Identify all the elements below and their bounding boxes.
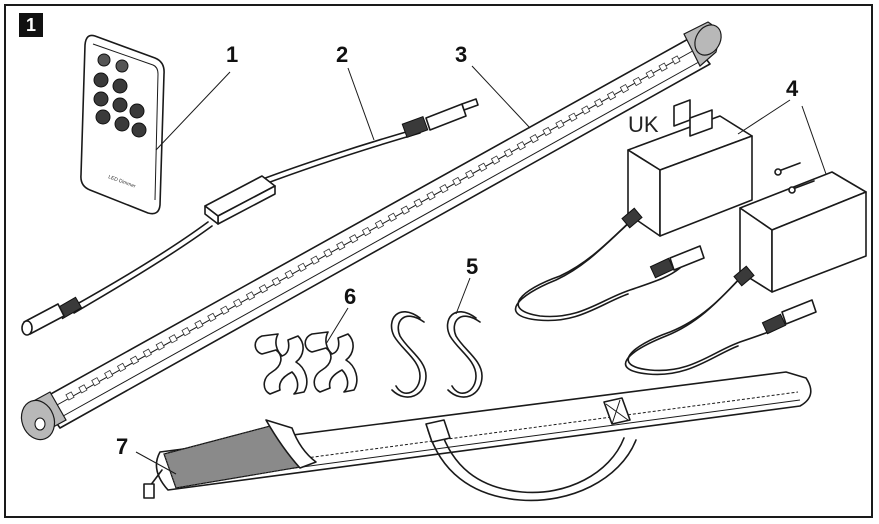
led-chip xyxy=(220,305,230,315)
led-chip xyxy=(400,205,410,215)
remote-control: LED Dimmer xyxy=(80,34,165,215)
led-chip xyxy=(645,69,655,79)
callout-2: 2 xyxy=(336,42,348,67)
led-chip xyxy=(632,76,642,87)
dimmer-cable xyxy=(21,98,479,336)
callout-1: 1 xyxy=(226,42,238,67)
led-chip xyxy=(361,226,372,237)
led-chip xyxy=(65,391,75,401)
mounting-clips xyxy=(254,331,358,395)
led-chip xyxy=(78,384,88,394)
led-chip xyxy=(606,91,617,101)
leader-lines xyxy=(135,65,827,475)
led-chip xyxy=(555,119,565,129)
led-chip xyxy=(477,162,488,172)
power-adapter-eu xyxy=(624,162,867,376)
led-chip xyxy=(142,348,152,358)
callout-4: 4 xyxy=(786,76,799,101)
led-chip xyxy=(529,134,539,144)
led-chip xyxy=(542,126,552,137)
led-chip xyxy=(323,248,333,258)
led-chip xyxy=(245,291,256,301)
led-chip xyxy=(658,62,668,72)
led-chip xyxy=(619,83,630,94)
led-chip xyxy=(207,312,217,322)
led-chip xyxy=(104,369,114,380)
led-chip xyxy=(516,141,526,151)
callout-3: 3 xyxy=(455,42,467,67)
led-chip xyxy=(581,105,591,115)
led-chip xyxy=(297,262,307,272)
callout-7: 7 xyxy=(116,434,128,459)
led-chip xyxy=(181,327,191,337)
led-chip xyxy=(349,234,359,244)
led-tube xyxy=(20,21,722,441)
led-chip xyxy=(91,377,101,387)
led-chip xyxy=(426,191,436,201)
step-badge: 1 xyxy=(19,13,43,37)
led-chip xyxy=(413,198,423,208)
led-chip xyxy=(284,269,294,280)
led-chip xyxy=(374,219,385,230)
callout-5: 5 xyxy=(466,254,478,279)
led-chip xyxy=(194,319,204,330)
power-adapter-uk xyxy=(514,99,753,322)
led-chip xyxy=(594,98,604,108)
led-chip xyxy=(310,255,320,265)
led-chip xyxy=(168,334,178,344)
led-chip xyxy=(155,341,165,351)
led-chip xyxy=(490,155,501,165)
remote-buttons xyxy=(93,53,147,138)
storage-bag xyxy=(143,371,812,502)
uk-plug-label: UK xyxy=(628,112,659,137)
led-chip xyxy=(387,212,397,222)
led-chip xyxy=(439,184,449,194)
callout-6: 6 xyxy=(344,284,356,309)
led-chip xyxy=(568,112,578,122)
led-chip xyxy=(271,276,281,287)
led-chip xyxy=(465,169,475,180)
led-chip xyxy=(503,148,514,158)
led-chip xyxy=(336,241,346,251)
led-strip-dots xyxy=(65,55,681,401)
s-hooks xyxy=(390,311,483,398)
led-chip xyxy=(258,284,269,294)
led-chip xyxy=(671,55,681,65)
led-chip xyxy=(129,355,140,365)
led-chip xyxy=(116,362,127,373)
led-chip xyxy=(232,298,243,308)
led-chip xyxy=(452,176,462,187)
